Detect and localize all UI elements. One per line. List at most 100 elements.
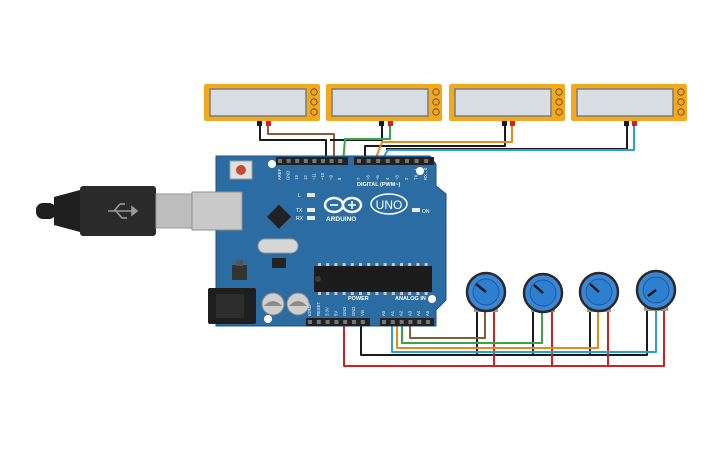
potentiometer-2[interactable] <box>522 272 564 314</box>
usb-cable[interactable] <box>36 186 193 236</box>
wire-pot4-blue[interactable] <box>391 309 657 353</box>
header-pin[interactable] <box>417 320 422 324</box>
header-pin[interactable] <box>286 159 291 163</box>
chip-pin <box>400 292 403 295</box>
meter-button-v[interactable] <box>432 98 440 106</box>
meter-button-v[interactable] <box>677 98 685 106</box>
capacitor-mark <box>289 301 307 306</box>
header-pin[interactable] <box>334 320 339 324</box>
header-pin[interactable] <box>360 320 365 324</box>
header-pin[interactable] <box>376 159 381 163</box>
rx-led-label: RX <box>296 216 304 222</box>
usb-b-socket <box>191 191 243 231</box>
multimeter-1[interactable] <box>204 84 320 126</box>
wire-meter1-brown[interactable] <box>267 124 335 163</box>
regulator-tab <box>236 260 243 266</box>
digital-pin-label: 12 <box>303 175 308 180</box>
wire-gnd-black[interactable] <box>360 309 648 356</box>
meter-button-a[interactable] <box>677 88 685 96</box>
meter-probe-neg[interactable] <box>502 121 507 126</box>
wire-pot2-green[interactable] <box>401 310 543 344</box>
meter-button-r[interactable] <box>555 108 563 116</box>
arduino-uno-board[interactable]: L TX RX ON ARDUINO UNO DIGITAL (PWM~) PO… <box>191 155 447 327</box>
power-pin-label: IOREF <box>307 303 312 316</box>
arduino-infinity-logo <box>323 196 363 214</box>
header-pin[interactable] <box>366 159 371 163</box>
meter-probe-neg[interactable] <box>624 121 629 126</box>
header-pin[interactable] <box>325 320 330 324</box>
pot-indicator <box>647 289 657 297</box>
meter-button-a[interactable] <box>310 88 318 96</box>
digital-pin-label: 2 <box>404 177 409 180</box>
meter-screen <box>454 88 552 117</box>
header-pin[interactable] <box>405 159 409 163</box>
header-pin[interactable] <box>343 320 348 324</box>
meter-button-a[interactable] <box>555 88 563 96</box>
l-led <box>307 193 315 197</box>
meter-probe-pos[interactable] <box>388 121 393 126</box>
wire-meter2-green[interactable] <box>342 124 391 164</box>
l-led-label: L <box>298 193 301 199</box>
digital-pin-label: GND <box>286 171 291 180</box>
analog-pin-label: A4 <box>416 310 421 316</box>
analog-header <box>380 318 434 326</box>
multimeter-4[interactable] <box>571 84 687 126</box>
potentiometer-4[interactable] <box>635 269 677 311</box>
wire-pot1-brown[interactable] <box>409 310 486 339</box>
wire-5v-red[interactable] <box>343 309 665 367</box>
analog-pin-label: A2 <box>399 310 404 316</box>
power-pin-label: 3.3V <box>325 307 330 316</box>
digital-pin-label: 4 <box>385 177 390 180</box>
wire-meter1-black[interactable] <box>259 124 327 163</box>
meter-button-v[interactable] <box>310 98 318 106</box>
header-pin[interactable] <box>312 159 317 163</box>
meter-button-a[interactable] <box>432 88 440 96</box>
wire-meter3-orange[interactable] <box>373 124 513 164</box>
wire-pot3-orange[interactable] <box>396 310 599 349</box>
meter-screen <box>576 88 674 117</box>
multimeter-2[interactable] <box>326 84 442 126</box>
meter-probe-pos[interactable] <box>266 121 271 126</box>
header-pin[interactable] <box>338 159 343 163</box>
mounting-hole <box>264 315 272 323</box>
header-pin[interactable] <box>426 320 430 324</box>
wire-meter2-black[interactable] <box>330 124 383 141</box>
digital-pin-label: ~5 <box>375 175 380 180</box>
header-pin[interactable] <box>295 159 300 163</box>
header-pin[interactable] <box>321 159 325 163</box>
wire-meter3-black[interactable] <box>364 124 506 163</box>
header-pin[interactable] <box>424 159 429 163</box>
potentiometer-1[interactable] <box>465 271 507 313</box>
meter-probe-pos[interactable] <box>632 121 637 126</box>
meter-button-v[interactable] <box>555 98 563 106</box>
power-pin-label: Vin <box>360 309 365 316</box>
multimeter-3[interactable] <box>449 84 565 126</box>
header-pin[interactable] <box>382 320 386 324</box>
meter-probe-neg[interactable] <box>257 121 262 126</box>
reset-button-cap[interactable] <box>236 165 246 175</box>
header-pin[interactable] <box>329 159 334 163</box>
capacitor-mark <box>264 301 282 306</box>
meter-button-r[interactable] <box>310 108 318 116</box>
chip-pin <box>391 292 395 295</box>
potentiometer-3[interactable] <box>578 271 620 313</box>
header-pin[interactable] <box>303 159 308 163</box>
header-pin[interactable] <box>308 320 312 324</box>
header-pin[interactable] <box>357 159 361 163</box>
meter-button-r[interactable] <box>432 108 440 116</box>
power-pin-label: RESET <box>316 302 321 316</box>
header-pin[interactable] <box>278 159 282 163</box>
header-pin[interactable] <box>395 159 400 163</box>
header-pin[interactable] <box>408 320 413 324</box>
header-pin[interactable] <box>390 320 395 324</box>
meter-probe-neg[interactable] <box>379 121 384 126</box>
pot-indicator <box>533 284 544 294</box>
header-pin[interactable] <box>352 320 356 324</box>
power-pin-label: 5V <box>333 311 338 316</box>
header-pin[interactable] <box>399 320 404 324</box>
meter-button-r[interactable] <box>677 108 685 116</box>
header-pin[interactable] <box>414 159 419 163</box>
meter-probe-pos[interactable] <box>510 121 515 126</box>
header-pin[interactable] <box>385 159 390 163</box>
header-pin[interactable] <box>316 320 321 324</box>
